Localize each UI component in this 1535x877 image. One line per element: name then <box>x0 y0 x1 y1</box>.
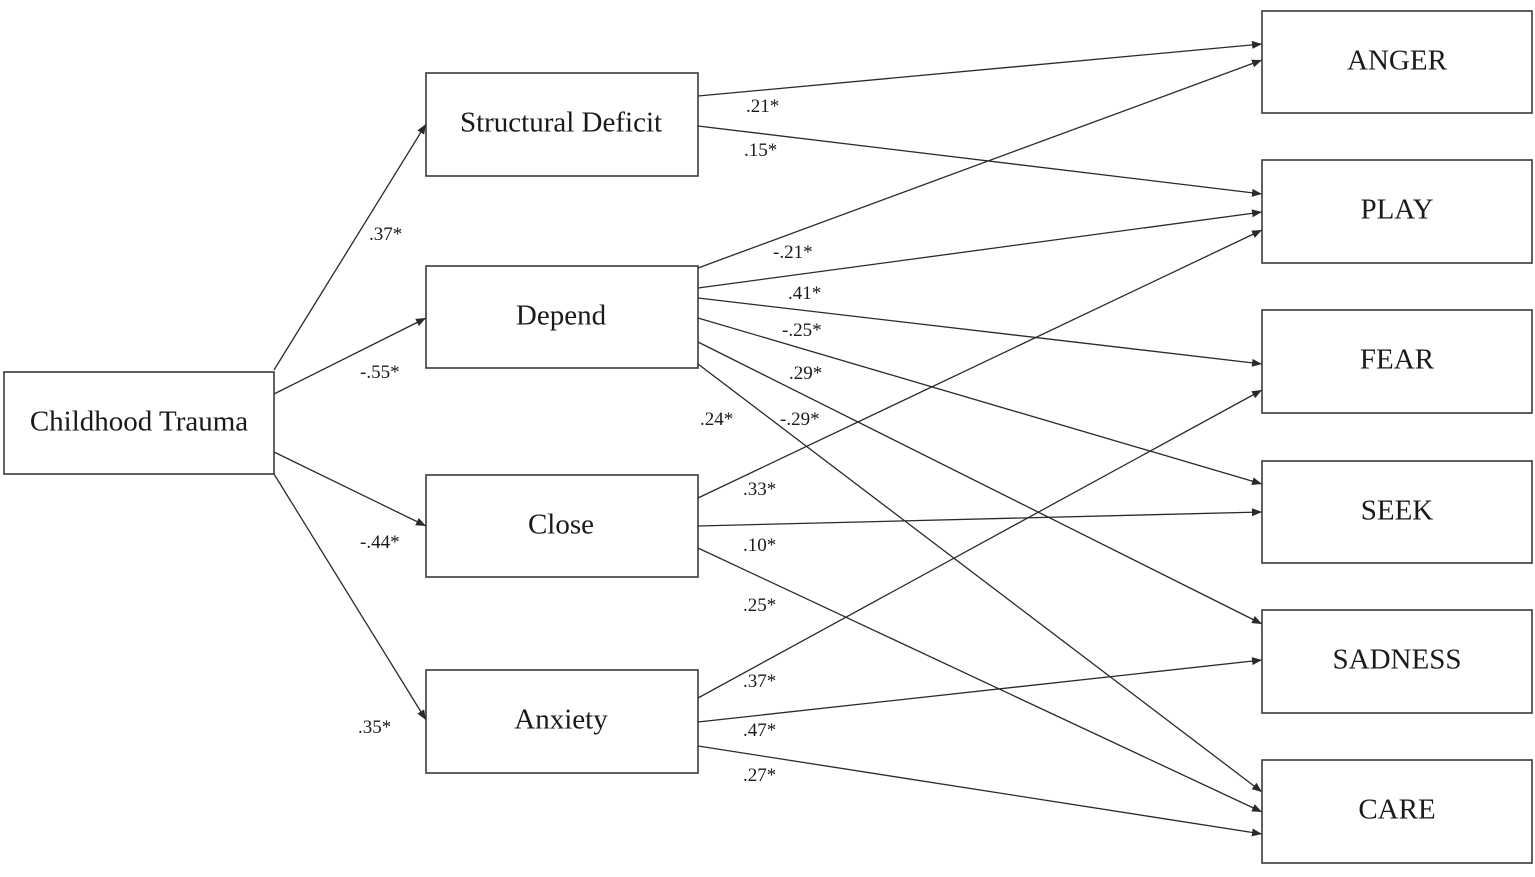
node-childhood-trauma: Childhood Trauma <box>3 371 275 475</box>
edge-trauma-anxiety <box>273 473 427 721</box>
node-label-anger: ANGER <box>1347 45 1448 77</box>
coef-trauma-close: -.44* <box>360 532 400 553</box>
node-play: PLAY <box>1261 159 1533 264</box>
edge-depend-care <box>697 363 1263 793</box>
coef-depend-sadness: -.29* <box>780 409 820 430</box>
node-label-anxiety: Anxiety <box>514 704 608 736</box>
node-label-structural-deficit: Structural Deficit <box>460 107 662 139</box>
node-care: CARE <box>1261 759 1533 864</box>
coef-depend-fear: -.25* <box>782 320 822 341</box>
node-seek: SEEK <box>1261 460 1533 564</box>
coef-anxiety-fear: .37* <box>743 671 776 692</box>
edge-close-play <box>697 229 1263 499</box>
edge-anxiety-care <box>697 745 1263 837</box>
node-label-play: PLAY <box>1360 194 1433 226</box>
coef-anxiety-sadness: .47* <box>743 720 776 741</box>
node-label-fear: FEAR <box>1360 344 1435 376</box>
coef-trauma-anxiety: .35* <box>358 717 391 738</box>
edge-depend-seek <box>697 317 1263 486</box>
node-label-care: CARE <box>1358 794 1435 826</box>
node-anxiety: Anxiety <box>425 669 699 774</box>
edge-trauma-close <box>273 451 427 527</box>
edge-labels: .37* -.55* -.44* .35* .21* .15* -.21* .4… <box>358 96 822 786</box>
node-structural-deficit: Structural Deficit <box>425 72 699 177</box>
coef-depend-care: .24* <box>700 409 733 430</box>
coef-close-care: .25* <box>743 595 776 616</box>
node-label-close: Close <box>528 509 594 541</box>
edge-depend-sadness <box>697 341 1263 625</box>
edge-trauma-depend <box>273 317 427 395</box>
coef-depend-seek: .29* <box>789 363 822 384</box>
node-sadness: SADNESS <box>1261 609 1533 714</box>
coef-anxiety-care: .27* <box>743 765 776 786</box>
node-label-childhood-trauma: Childhood Trauma <box>30 406 248 438</box>
edge-anxiety-fear <box>697 389 1263 699</box>
edge-close-seek <box>697 508 1263 527</box>
edge-depend-fear <box>697 297 1263 367</box>
node-close: Close <box>425 474 699 578</box>
edge-anxiety-sadness <box>697 657 1263 723</box>
edge-depend-anger <box>697 59 1263 269</box>
coef-close-play: .33* <box>743 479 776 500</box>
coef-trauma-depend: -.55* <box>360 362 400 383</box>
node-label-seek: SEEK <box>1361 495 1434 527</box>
coef-structural-deficit-play: .15* <box>744 140 777 161</box>
node-label-sadness: SADNESS <box>1333 644 1462 676</box>
node-label-depend: Depend <box>516 300 607 332</box>
node-fear: FEAR <box>1261 309 1533 414</box>
edge-structural-deficit-play <box>697 125 1263 197</box>
coef-depend-play: .41* <box>788 283 821 304</box>
edge-trauma-structural-deficit <box>273 123 427 371</box>
edge-close-care <box>697 547 1263 813</box>
coef-close-seek: .10* <box>743 535 776 556</box>
node-anger: ANGER <box>1261 10 1533 114</box>
nodes: Childhood Trauma Structural Deficit Depe… <box>3 10 1533 864</box>
coef-structural-deficit-anger: .21* <box>746 96 779 117</box>
edge-structural-deficit-anger <box>697 40 1263 97</box>
edges <box>273 40 1263 837</box>
node-depend: Depend <box>425 265 699 369</box>
coef-trauma-structural-deficit: .37* <box>369 224 402 245</box>
edge-depend-play <box>697 209 1263 289</box>
coef-depend-anger: -.21* <box>773 242 813 263</box>
